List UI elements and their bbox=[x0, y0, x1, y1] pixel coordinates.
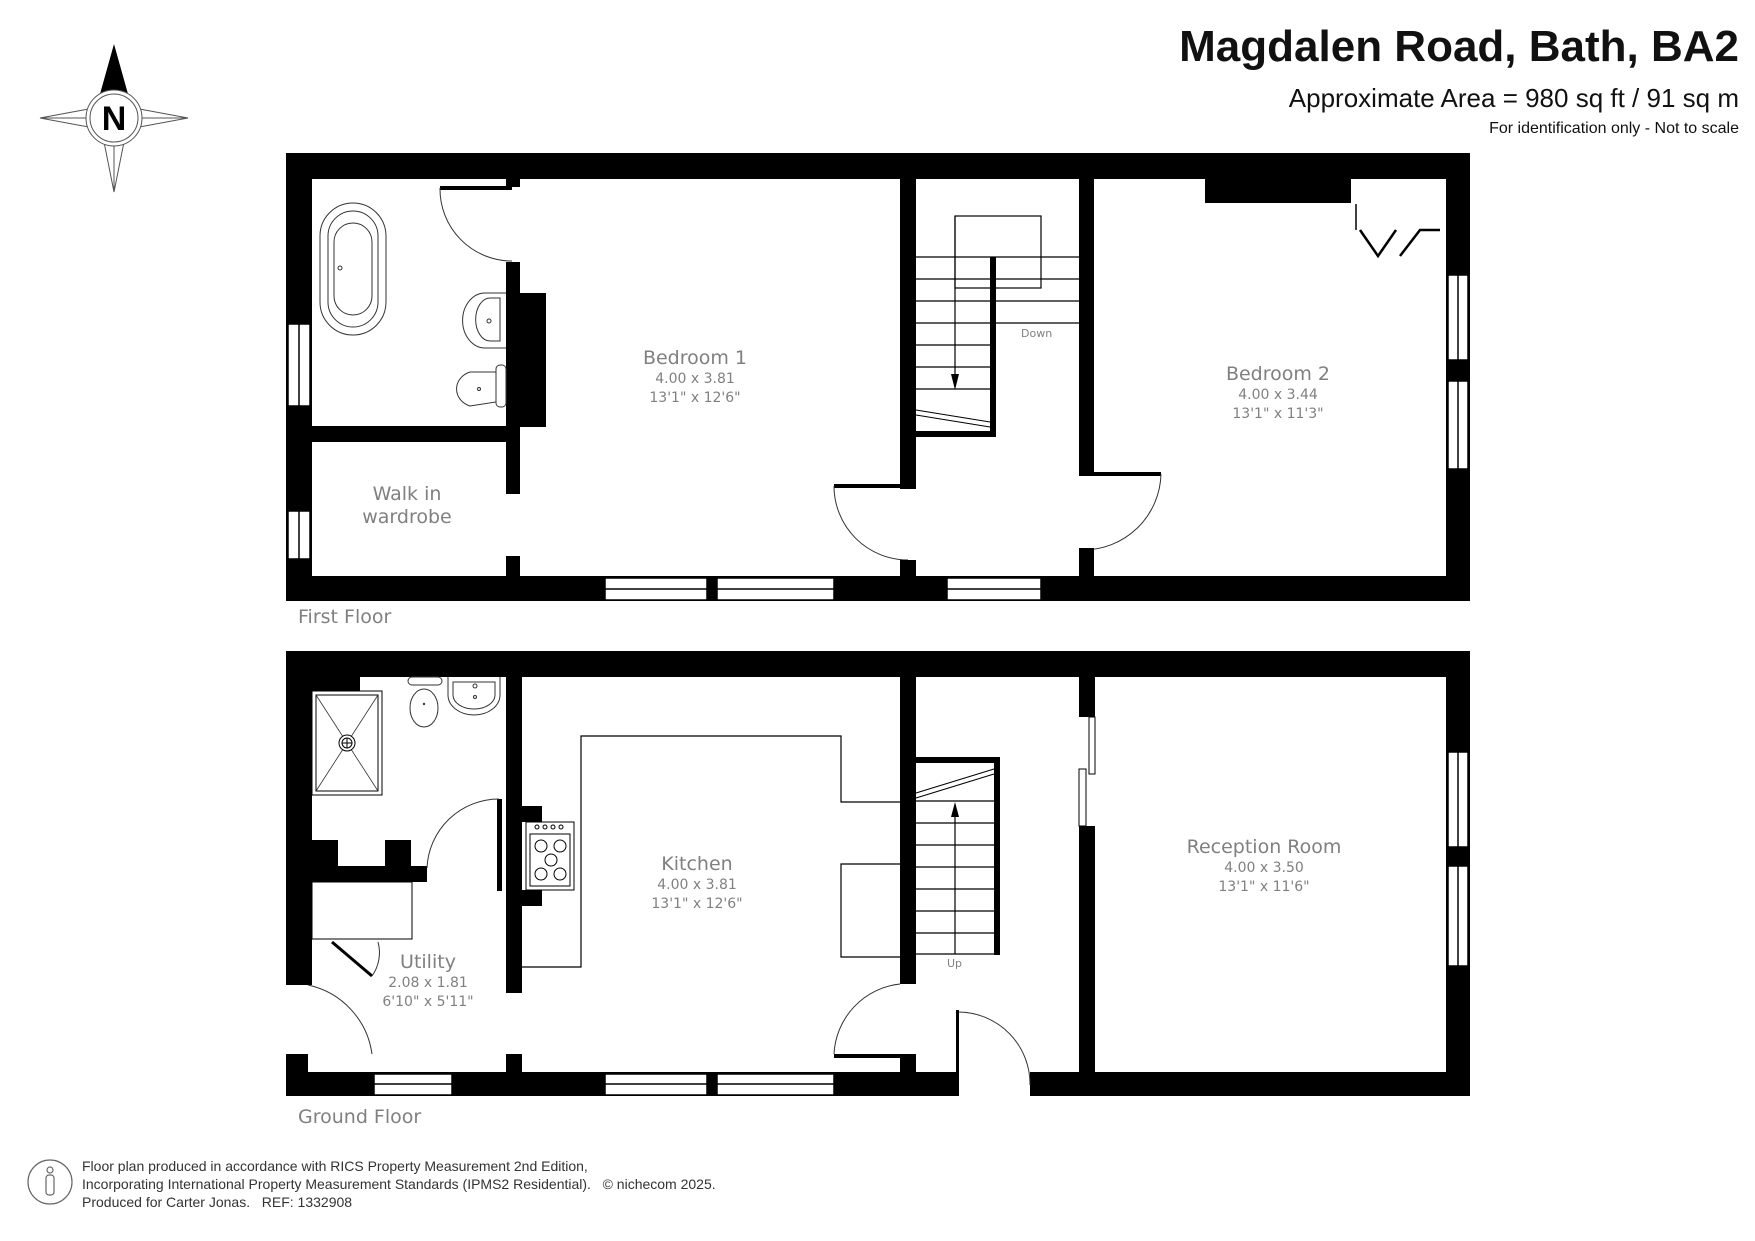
compass-north-label: N bbox=[102, 100, 127, 138]
room-imperial: 13'1" x 12'6" bbox=[651, 896, 743, 912]
room-metric: 4.00 x 3.50 bbox=[1224, 860, 1304, 876]
staircase-up bbox=[915, 757, 1000, 955]
room-name-line2: wardrobe bbox=[362, 506, 452, 528]
toilet-icon-ground bbox=[407, 676, 443, 728]
person-scale-icon bbox=[27, 1159, 73, 1205]
property-title: Magdalen Road, Bath, BA2 bbox=[1179, 22, 1739, 71]
room-name: Bedroom 1 bbox=[642, 347, 748, 369]
ground-floor-plan bbox=[286, 651, 1470, 1096]
room-walk-in-wardrobe: Walk in wardrobe bbox=[362, 483, 452, 529]
toilet-icon bbox=[456, 364, 507, 408]
basin-icon-ground bbox=[447, 677, 501, 716]
ground-floor-label: Ground Floor bbox=[298, 1106, 422, 1128]
wardrobe-doors-icon bbox=[1355, 204, 1440, 259]
stairs-up-label: Up bbox=[947, 957, 963, 970]
room-reception: Reception Room 4.00 x 3.50 13'1" x 11'6" bbox=[1187, 836, 1342, 897]
room-imperial: 13'1" x 11'3" bbox=[1232, 406, 1324, 422]
room-metric: 4.00 x 3.81 bbox=[655, 371, 735, 387]
footer-line-1: Floor plan produced in accordance with R… bbox=[82, 1158, 588, 1174]
room-bedroom-1: Bedroom 1 4.00 x 3.81 13'1" x 12'6" bbox=[643, 347, 747, 408]
room-name: Reception Room bbox=[1186, 836, 1342, 858]
stairs-down-label: Down bbox=[1021, 327, 1053, 340]
room-metric: 4.00 x 3.81 bbox=[657, 877, 737, 893]
first-floor-plan bbox=[286, 153, 1470, 601]
room-name: Utility bbox=[400, 951, 456, 973]
footer-line-3: Produced for Carter Jonas. bbox=[82, 1194, 251, 1210]
footer-ref: REF: 1332908 bbox=[261, 1194, 353, 1210]
first-floor-label: First Floor bbox=[298, 606, 392, 628]
staircase-down bbox=[915, 179, 1094, 473]
basin-icon bbox=[462, 292, 506, 349]
room-name: Walk in bbox=[372, 483, 442, 505]
room-kitchen: Kitchen 4.00 x 3.81 13'1" x 12'6" bbox=[651, 853, 742, 914]
north-arrow-compass-icon: N bbox=[39, 44, 189, 193]
room-name: Kitchen bbox=[661, 853, 733, 875]
bath-icon bbox=[319, 202, 387, 336]
room-metric: 4.00 x 3.44 bbox=[1238, 387, 1318, 403]
room-name: Bedroom 2 bbox=[1225, 363, 1331, 385]
room-imperial: 13'1" x 11'6" bbox=[1218, 879, 1310, 895]
footer-copyright: © nichecom 2025. bbox=[602, 1176, 716, 1192]
room-imperial: 13'1" x 12'6" bbox=[649, 390, 741, 406]
disclaimer: For identification only - Not to scale bbox=[1489, 120, 1739, 137]
approximate-area: Approximate Area = 980 sq ft / 91 sq m bbox=[1288, 83, 1739, 113]
room-bedroom-2: Bedroom 2 4.00 x 3.44 13'1" x 11'3" bbox=[1226, 363, 1330, 424]
shower-tray-icon bbox=[311, 690, 383, 796]
room-imperial: 6'10" x 5'11" bbox=[382, 994, 474, 1010]
hob-icon bbox=[525, 821, 575, 891]
footer-notes: Floor plan produced in accordance with R… bbox=[82, 1157, 716, 1211]
room-metric: 2.08 x 1.81 bbox=[388, 975, 468, 991]
room-utility: Utility 2.08 x 1.81 6'10" x 5'11" bbox=[382, 951, 473, 1012]
footer-line-2: Incorporating International Property Mea… bbox=[82, 1176, 591, 1192]
